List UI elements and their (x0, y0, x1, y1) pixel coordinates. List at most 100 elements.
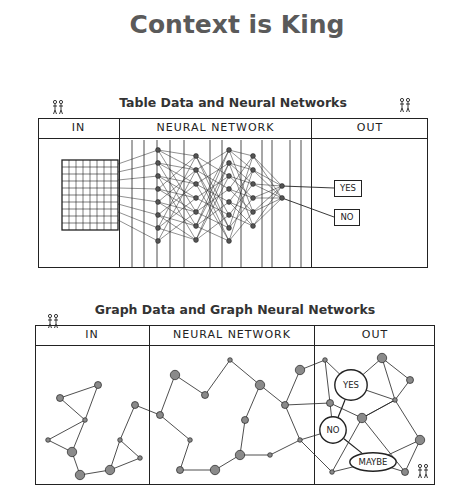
layer-strokes (132, 140, 301, 268)
neuron-dot (251, 224, 256, 229)
output-box: YES (334, 180, 362, 197)
table-line (62, 167, 118, 168)
graph-vertex (357, 413, 366, 422)
output-label: YES (343, 381, 359, 390)
figure-body (400, 102, 404, 112)
column-header: NEURAL NETWORK (120, 118, 311, 139)
network-link (196, 150, 229, 226)
network-link (253, 198, 282, 226)
neuron-dot (194, 168, 199, 173)
network-links (118, 150, 334, 241)
graph-edge (382, 358, 395, 400)
network-link (158, 170, 196, 241)
layer-stroke (290, 140, 291, 268)
panel-heading: Graph Data and Graph Neural Networks (36, 302, 434, 317)
neuron-dot (251, 210, 256, 215)
graph-edge (120, 405, 135, 440)
graph-edge (330, 403, 362, 418)
graph-edge (205, 360, 230, 395)
graph-vertex (57, 395, 64, 402)
graph-vertex (105, 465, 114, 474)
graph-edge (60, 398, 85, 420)
graph-edge (230, 360, 260, 385)
column-header: IN (38, 118, 119, 139)
figure-body (424, 468, 428, 478)
graph-vertex (393, 398, 398, 403)
graph-edge (285, 370, 300, 405)
neuron-dot (156, 187, 161, 192)
figure-head (48, 314, 51, 317)
layer-stroke (222, 140, 223, 268)
table-line (62, 181, 118, 182)
neuron-dot (227, 161, 232, 166)
neuron-dot (227, 239, 232, 244)
network-link (229, 198, 253, 228)
graph-vertex (282, 402, 289, 409)
layer-stroke (272, 140, 273, 268)
network-link (253, 156, 282, 186)
network-link (158, 189, 196, 198)
graph-edge (300, 440, 332, 472)
graph-edge (60, 385, 98, 398)
figure-head (59, 100, 62, 103)
network-link (158, 176, 196, 184)
node-ellipse (350, 453, 396, 471)
neuron-dot (156, 226, 161, 231)
figure-head (53, 100, 56, 103)
graph-vertex (407, 377, 414, 384)
neuron-dot (280, 196, 285, 201)
network-link (196, 202, 229, 226)
column-section: NEURAL NETWORK (120, 118, 312, 268)
layer-stroke (170, 140, 171, 268)
graph-vertex (327, 400, 334, 407)
neuron-dot (194, 210, 199, 215)
network-link (196, 176, 229, 240)
output-label: NO (340, 213, 353, 222)
layer-stroke (210, 140, 211, 268)
network-link (118, 212, 158, 228)
layer-stroke (184, 140, 185, 268)
stick-figures (400, 98, 410, 112)
graph-edge (285, 403, 330, 405)
output-link (282, 186, 334, 188)
network-link (229, 156, 253, 228)
figure-body (406, 102, 410, 112)
table-line (62, 202, 118, 203)
graph-vertex (268, 453, 273, 458)
graph-edge (160, 415, 190, 440)
network-link (118, 163, 158, 172)
output-box: NO (334, 209, 360, 226)
graph-vertex (402, 469, 409, 476)
neuron-dot (194, 224, 199, 229)
graph-edge (180, 440, 190, 470)
graph-connector (338, 400, 345, 417)
column-header: OUT (315, 325, 435, 346)
graph-edge (362, 400, 395, 418)
column-section: IN (38, 118, 120, 268)
neuron-dot (194, 182, 199, 187)
graph-edge (175, 375, 205, 395)
network-link (196, 150, 229, 212)
network-link (253, 170, 282, 186)
network-link (229, 170, 253, 241)
panel-frame: Graph Data and Graph Neural NetworksINNE… (35, 325, 435, 485)
graph-edge (240, 420, 245, 455)
network-neurons (156, 148, 285, 244)
graph-vertex (75, 470, 84, 479)
network-link (253, 186, 282, 212)
network-link (229, 170, 253, 202)
neuron-dot (280, 184, 285, 189)
figure-body (418, 468, 422, 478)
graph-edge (180, 470, 215, 471)
graph-vertex (330, 470, 335, 475)
output-link (282, 198, 334, 217)
network-link (118, 188, 158, 189)
table-line (62, 209, 118, 210)
neuron-dot (156, 148, 161, 153)
neuron-dot (156, 200, 161, 205)
neuron-dot (156, 174, 161, 179)
graph-vertex (170, 370, 179, 379)
network-link (196, 163, 229, 240)
graph-vertex (202, 392, 209, 399)
graph-edge (395, 400, 420, 440)
